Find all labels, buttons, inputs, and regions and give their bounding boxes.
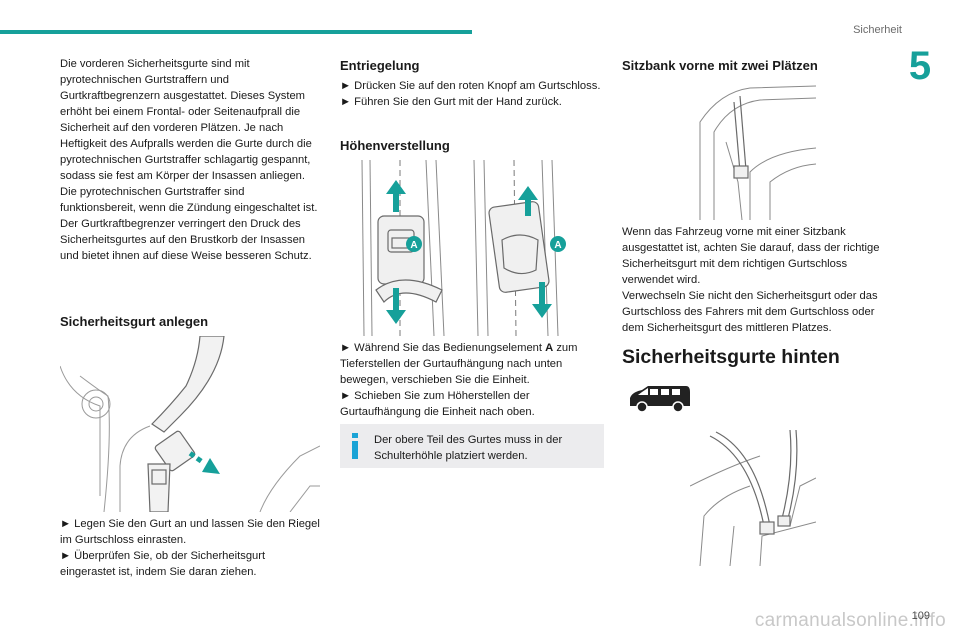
van-icon bbox=[630, 386, 690, 413]
watermark: carmanualsonline.info bbox=[754, 610, 946, 631]
info-icon bbox=[352, 433, 358, 459]
heading-fasten-belt: Sicherheitsgurt anlegen bbox=[60, 314, 209, 329]
rear-belts-illustration bbox=[690, 429, 816, 566]
page-number: 109 bbox=[911, 610, 930, 622]
section-title: Sicherheit bbox=[853, 24, 902, 36]
height-adjust-illustration: A A bbox=[361, 160, 566, 336]
height-adjust-steps: ► Während Sie das Bedienungselement A zu… bbox=[340, 340, 606, 420]
heading-front-bench: Sitzbank vorne mit zwei Plätzen bbox=[622, 58, 818, 73]
intro-paragraph: Die vorderen Sicherheitsgurte sind mit p… bbox=[60, 58, 318, 262]
height-step-text-1: ► Während Sie das Bedienungselement bbox=[340, 342, 546, 354]
heading-release: Entriegelung bbox=[340, 58, 420, 73]
front-bench-illustration bbox=[699, 85, 816, 220]
marker-a-left: A bbox=[410, 240, 417, 251]
marker-a-right: A bbox=[554, 240, 561, 251]
info-box: Der obere Teil des Gurtes muss in der Sc… bbox=[340, 424, 604, 468]
heading-height-adjust: Höhenverstellung bbox=[340, 138, 450, 153]
fasten-belt-illustration bbox=[60, 336, 320, 512]
heading-rear-belts: Sicherheitsgurte hinten bbox=[622, 346, 840, 368]
chapter-number: 5 bbox=[908, 44, 932, 88]
header-accent-bar bbox=[0, 30, 472, 34]
release-steps: ► Drücken Sie auf den roten Knopf am Gur… bbox=[340, 80, 601, 108]
front-bench-text: Wenn das Fahrzeug vorne mit einer Sitzba… bbox=[622, 226, 880, 334]
control-a-label: A bbox=[545, 342, 554, 354]
fasten-belt-steps: ► Legen Sie den Gurt an und lassen Sie d… bbox=[60, 518, 320, 578]
info-text: Der obere Teil des Gurtes muss in der Sc… bbox=[374, 434, 563, 462]
height-step-text-2: zum Tieferstellen der Gurtaufhängung nac… bbox=[340, 342, 578, 418]
